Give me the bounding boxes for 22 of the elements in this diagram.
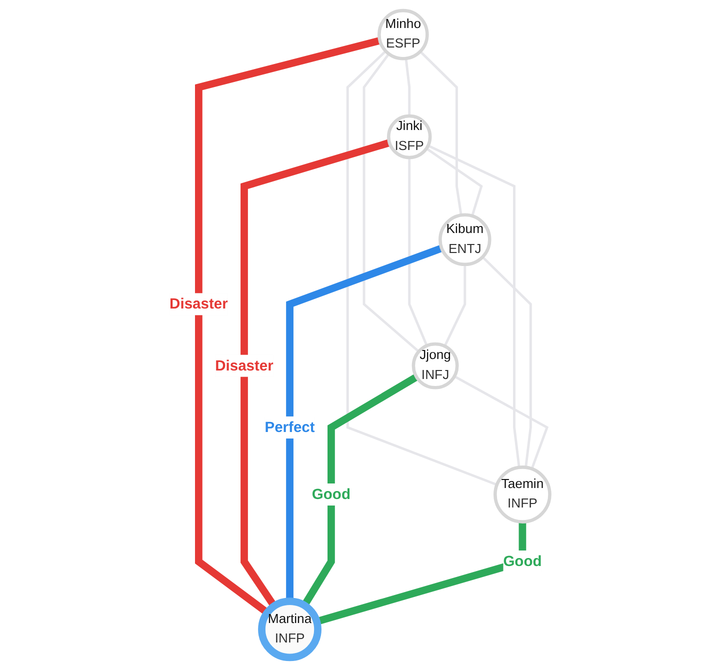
node-circle: Martina INFP [258, 598, 322, 662]
edge-label: Disaster [215, 357, 274, 374]
connector [420, 50, 463, 216]
connector [426, 147, 484, 216]
connector [195, 37, 382, 616]
connector [346, 50, 498, 486]
node-circle: Jinki ISFP [387, 114, 432, 160]
connector [428, 144, 521, 468]
node-circle: Minho ESFP [378, 8, 430, 60]
connector [405, 58, 411, 116]
edge-label: Good [312, 486, 351, 502]
edge-label: Perfect [265, 418, 316, 436]
connector [482, 256, 532, 468]
connector [454, 375, 549, 470]
connector [408, 158, 428, 346]
connector [363, 53, 420, 352]
node-circle: Taemin INFP [494, 466, 552, 524]
node-circle: Kibum ENTJ [438, 213, 492, 266]
connector [444, 264, 466, 347]
edge-label: Good [504, 552, 542, 570]
node-circle: Jjong INFJ [412, 342, 460, 390]
edge-label: Disaster [170, 296, 228, 312]
